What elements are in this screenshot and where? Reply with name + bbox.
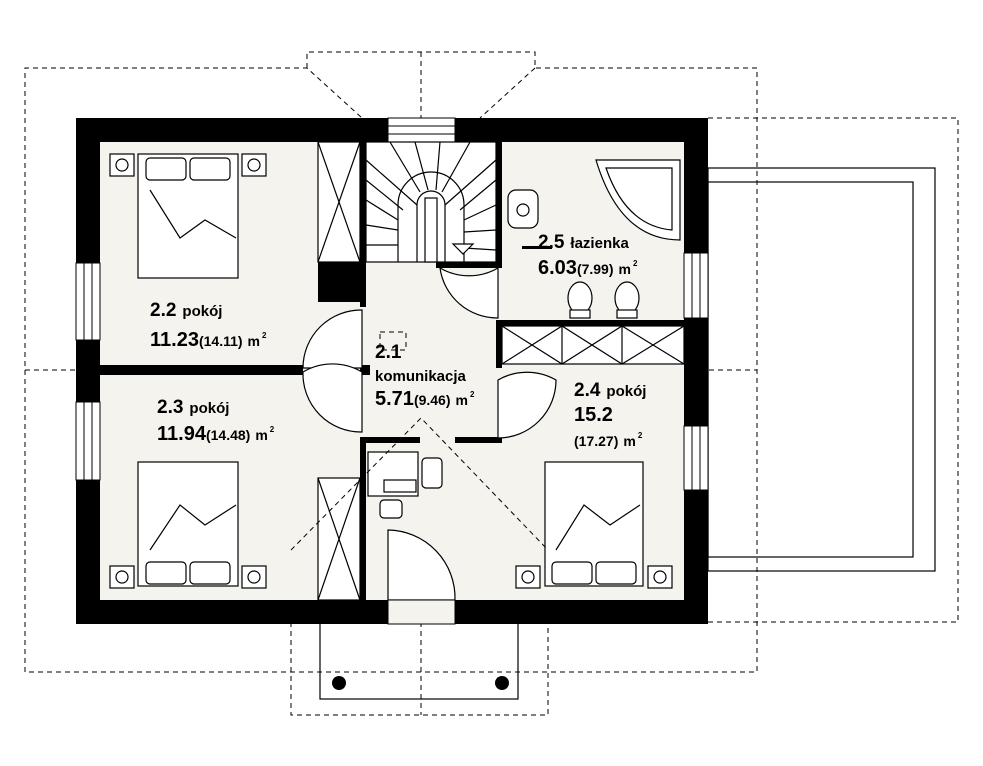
windows <box>75 117 709 491</box>
area-unit: m <box>255 427 267 443</box>
room-name: komunikacja <box>375 368 467 385</box>
room-area: 11.23 <box>150 329 199 351</box>
desk <box>367 451 443 519</box>
porch <box>319 621 519 700</box>
area-unit: m <box>248 333 260 349</box>
area-unit: m <box>623 433 635 449</box>
room-area: 5.71 <box>375 388 414 410</box>
svg-text:11.94(14.48)m2: 11.94(14.48) m2 <box>157 423 275 445</box>
area-unit-exponent: 2 <box>262 331 267 340</box>
area-unit-exponent: 2 <box>633 259 638 268</box>
roof-valley-lines <box>290 417 549 551</box>
bed-room-2-4 <box>515 461 673 589</box>
wardrobes <box>317 141 685 601</box>
room-gross-area: (17.27) <box>574 433 618 449</box>
svg-text:11.23(14.11)m2: 11.23(14.11) m2 <box>150 329 267 351</box>
bed-room-2-3 <box>109 461 267 589</box>
room-name: pokój <box>606 383 646 400</box>
bed-room-2-2 <box>109 153 267 279</box>
area-unit: m <box>619 261 631 277</box>
doors <box>302 266 557 625</box>
staircase <box>365 141 497 263</box>
room-name: łazienka <box>570 235 629 252</box>
room-number: 2.4 <box>574 380 601 401</box>
room-gross-area: (7.99) <box>577 261 614 277</box>
room-number: 2.2 <box>150 300 176 321</box>
room-area: 15.2 <box>574 404 613 426</box>
room-area: 11.94 <box>157 423 207 445</box>
area-unit-exponent: 2 <box>270 425 275 434</box>
room-name: pokój <box>182 303 222 320</box>
area-unit-exponent: 2 <box>470 390 475 399</box>
attic-hatch-marker <box>379 331 407 351</box>
room-gross-area: (14.48) <box>206 427 250 443</box>
terrace <box>707 167 936 572</box>
room-area: 6.03 <box>538 257 577 279</box>
room-gross-area: (9.46) <box>414 392 451 408</box>
room-number: 2.5 <box>538 232 565 253</box>
walls <box>76 118 708 624</box>
room-number: 2.1 <box>375 342 402 363</box>
room-name: pokój <box>189 400 229 417</box>
svg-text:(17.27)m2: (17.27) m2 <box>574 431 643 449</box>
room-gross-area: (14.11) <box>199 333 243 349</box>
roof-outline <box>24 51 959 716</box>
bathroom-fixtures <box>507 159 681 319</box>
svg-text:5.71(9.46)m2: 5.71(9.46) m2 <box>375 388 475 410</box>
room-number: 2.3 <box>157 397 183 418</box>
svg-text:6.03(7.99)m2: 6.03(7.99) m2 <box>538 257 638 279</box>
area-unit: m <box>456 392 468 408</box>
area-unit-exponent: 2 <box>638 431 643 440</box>
